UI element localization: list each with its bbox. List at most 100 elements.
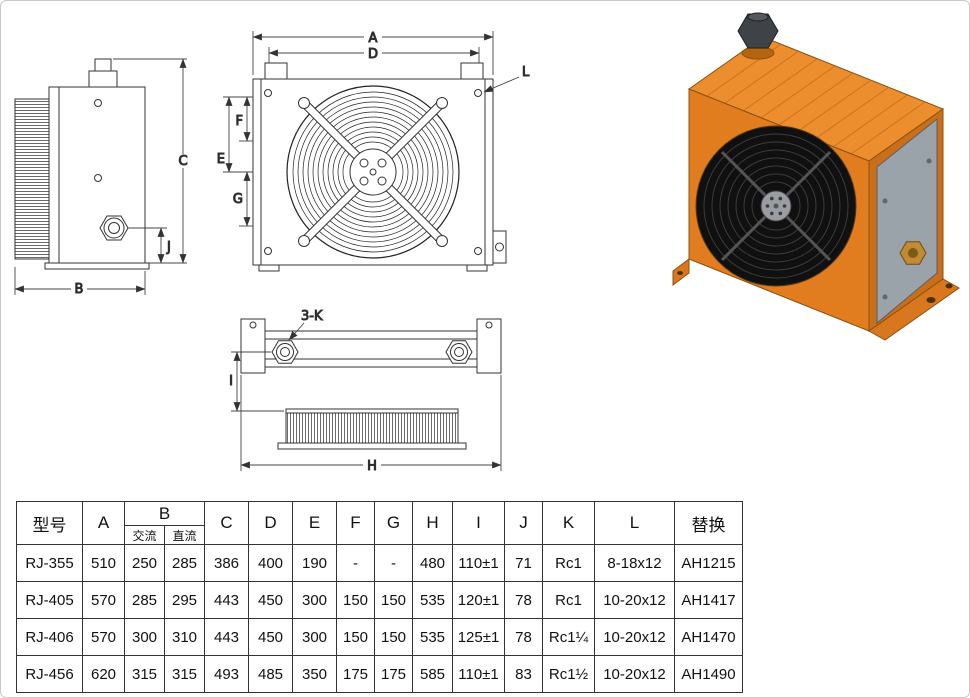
cell: 386	[204, 544, 249, 582]
iso-flange	[868, 278, 960, 341]
fan-hub	[349, 148, 397, 196]
cell: 570	[82, 618, 125, 656]
cell: 78	[504, 581, 543, 619]
cell: 315	[164, 655, 205, 693]
col-header-e: E	[292, 501, 337, 545]
cell: 485	[248, 655, 293, 693]
cell: 120±1	[452, 581, 505, 619]
cell: 190	[292, 544, 337, 582]
iso-fan	[695, 125, 857, 287]
fan-braces	[298, 97, 448, 247]
cell: 150	[336, 581, 375, 619]
k-leader	[288, 322, 305, 341]
cell: 150	[374, 581, 413, 619]
iso-side-panel	[876, 117, 938, 325]
cell: 78	[504, 618, 543, 656]
table-row: RJ-406 570 300 310 443 450 300 150 150 5…	[16, 618, 743, 656]
cell: 10-20x12	[594, 581, 675, 619]
dim-label-d: D	[368, 47, 378, 62]
iso-view	[672, 12, 960, 341]
table-row: RJ-355 510 250 285 386 400 190 - - 480 1…	[16, 544, 743, 582]
cell: 10-20x12	[594, 618, 675, 656]
dim-label-e: E	[217, 152, 225, 167]
cell: 71	[504, 544, 543, 582]
dim-label-3k: 3-K	[301, 309, 323, 324]
dim-label-f: F	[236, 114, 243, 129]
cell-model: RJ-355	[16, 544, 83, 582]
col-header-f: F	[336, 501, 375, 545]
cell: -	[336, 544, 375, 582]
cell: 110±1	[452, 544, 505, 582]
dim-label-h: H	[367, 459, 377, 474]
cell: 450	[248, 581, 293, 619]
col-header-c: C	[204, 501, 249, 545]
cell: 285	[124, 581, 165, 619]
cell: 620	[82, 655, 125, 693]
col-header-model: 型号	[16, 501, 83, 545]
col-header-g: G	[374, 501, 413, 545]
col-header-b-ac: 交流	[124, 525, 165, 545]
cell: 450	[248, 618, 293, 656]
cell: AH1417	[674, 581, 743, 619]
cell: 110±1	[452, 655, 505, 693]
table-row: RJ-405 570 285 295 443 450 300 150 150 5…	[16, 581, 743, 619]
cell: 350	[292, 655, 337, 693]
dim-efg	[223, 96, 253, 227]
cell: 175	[374, 655, 413, 693]
technical-drawing: B C J	[14, 12, 960, 475]
cell: 400	[248, 544, 293, 582]
dim-label-i: I	[229, 374, 233, 389]
cell: 510	[82, 544, 125, 582]
cell: 300	[124, 618, 165, 656]
cell: 300	[292, 581, 337, 619]
port-hex	[99, 215, 129, 241]
col-header-b: B	[124, 501, 205, 526]
dim-label-c: C	[178, 154, 187, 169]
cell: Rc1¼	[542, 618, 595, 656]
dim-j	[128, 227, 167, 264]
cell: 480	[412, 544, 453, 582]
dim-label-b: B	[75, 282, 84, 297]
col-header-a: A	[82, 501, 125, 545]
front-view: A D L F E G	[216, 30, 531, 272]
cell: AH1470	[674, 618, 743, 656]
cell: 443	[204, 618, 249, 656]
cell: 300	[292, 618, 337, 656]
dim-i	[231, 351, 284, 412]
cell: Rc1½	[542, 655, 595, 693]
cell: 10-20x12	[594, 655, 675, 693]
cell: 125±1	[452, 618, 505, 656]
l-leader	[483, 76, 520, 93]
cell: 315	[124, 655, 165, 693]
cell: Rc1	[542, 544, 595, 582]
cell: 285	[164, 544, 205, 582]
cell: AH1490	[674, 655, 743, 693]
cell: 535	[412, 618, 453, 656]
fan-guard	[286, 85, 460, 259]
col-header-j: J	[504, 501, 543, 545]
col-header-h: H	[412, 501, 453, 545]
cell: 150	[336, 618, 375, 656]
col-header-d: D	[248, 501, 293, 545]
cell: 150	[374, 618, 413, 656]
iso-top-fitting	[737, 12, 779, 60]
dim-label-j: J	[166, 240, 171, 255]
cell: 250	[124, 544, 165, 582]
col-header-l: L	[594, 501, 675, 545]
cell: 535	[412, 581, 453, 619]
cell: 175	[336, 655, 375, 693]
spec-table: 型号 A B C D E F G H I J K L 替换 交流 直流 RJ-3…	[16, 501, 743, 693]
cell: 570	[82, 581, 125, 619]
side-view: B C J	[14, 58, 191, 298]
cell: AH1215	[674, 544, 743, 582]
col-header-i: I	[452, 501, 505, 545]
cell: Rc1	[542, 581, 595, 619]
cell: 585	[412, 655, 453, 693]
cell: 8-18x12	[594, 544, 675, 582]
cell-model: RJ-405	[16, 581, 83, 619]
cell: 83	[504, 655, 543, 693]
dim-label-g: G	[233, 192, 243, 207]
table-row: RJ-456 620 315 315 493 485 350 175 175 5…	[16, 655, 743, 693]
cell-model: RJ-456	[16, 655, 83, 693]
